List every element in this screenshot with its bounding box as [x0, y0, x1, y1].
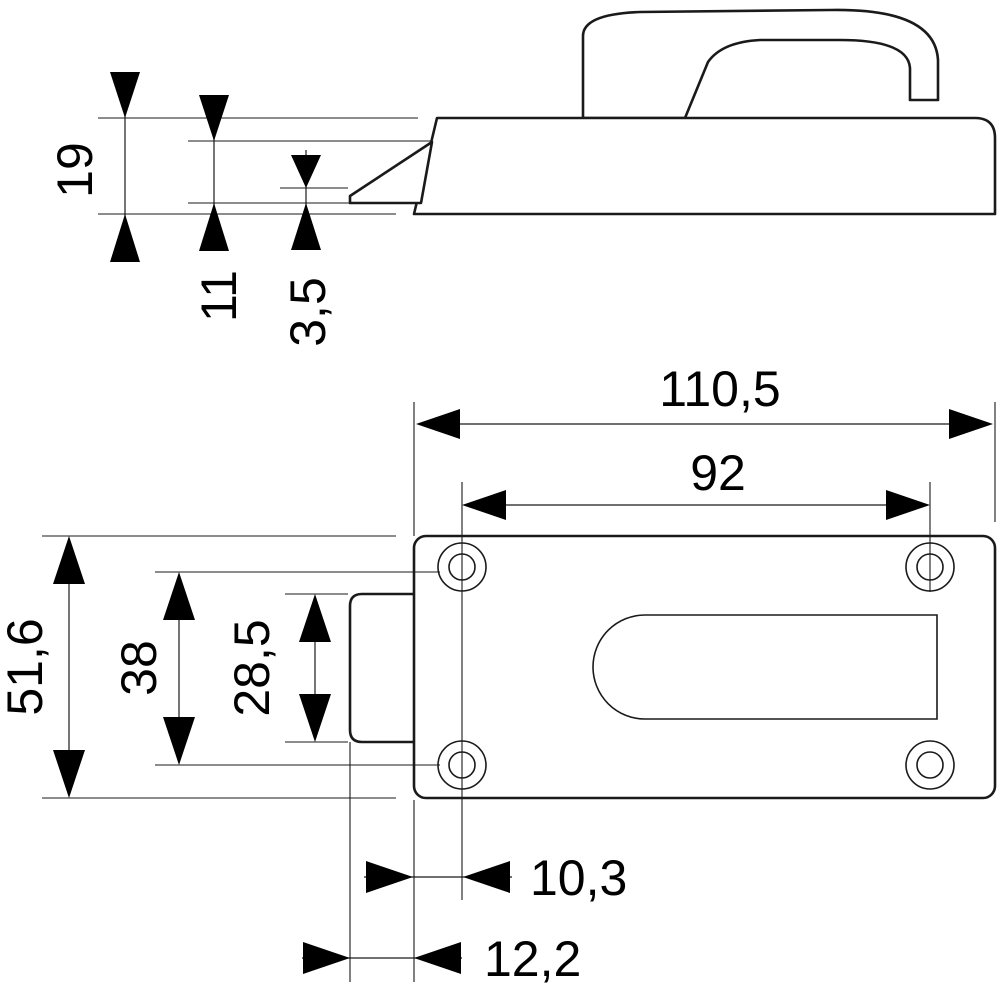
dim-hole-spacing-vertical-arrow-bottom [163, 717, 195, 765]
dim-bolt-projection-arrow-right [414, 942, 461, 974]
dim-overall-length-arrow-right [949, 409, 993, 439]
dim-bolt-tip-height-label: 3,5 [280, 277, 336, 347]
dim-overall-length-label: 110,5 [659, 361, 780, 417]
dim-side-height-label: 19 [47, 142, 103, 198]
dim-hole-spacing-vertical-arrow-top [163, 572, 195, 620]
dim-bolt-width-arrow-bottom [299, 694, 331, 742]
dim-hole-offset-arrow-right [463, 861, 510, 893]
dim-hole-spacing-horizontal-arrow-right [886, 490, 930, 520]
dim-bolt-width-label: 28,5 [224, 619, 280, 716]
dim-side-body-height-arrow-bottom [199, 203, 229, 251]
dim-overall-width-arrow-top [53, 536, 85, 584]
side-view-bolt-tip [348, 140, 434, 205]
side-view-body [412, 116, 997, 216]
dim-bolt-tip-height-arrow-top [291, 155, 321, 188]
dim-overall-width-label: 51,6 [0, 618, 53, 715]
dim-hole-spacing-horizontal-arrow-left [462, 490, 506, 520]
dim-bolt-projection-arrow-left [303, 942, 350, 974]
dim-bolt-tip-height-arrow-bottom [291, 203, 321, 250]
dim-hole-offset-arrow-left [366, 861, 413, 893]
dim-side-body-height-arrow-top [199, 95, 229, 141]
dim-overall-width-arrow-bottom [53, 750, 85, 798]
top-view-base-plate [412, 534, 997, 800]
dim-side-height-arrow-top [110, 72, 140, 118]
dim-hole-spacing-horizontal-label: 92 [690, 445, 746, 501]
dim-bolt-width-arrow-top [299, 594, 331, 642]
dim-side-height-arrow-bottom [110, 214, 140, 262]
top-view-slot [592, 614, 938, 720]
side-view-handle [581, 8, 940, 120]
dim-hole-offset-label: 10,3 [530, 850, 627, 906]
dim-overall-length-arrow-left [416, 409, 460, 439]
dim-bolt-projection-label: 12,2 [484, 931, 581, 987]
dim-hole-spacing-vertical-label: 38 [111, 640, 167, 696]
top-view-bolt [348, 592, 418, 744]
top-view: 110,5 92 51,6 38 28,5 10,3 12,2 [0, 361, 997, 987]
mounting-hole-bottom-right [905, 740, 955, 790]
dim-side-body-height-label: 11 [191, 270, 247, 322]
side-view: 19 11 3,5 [47, 8, 997, 347]
